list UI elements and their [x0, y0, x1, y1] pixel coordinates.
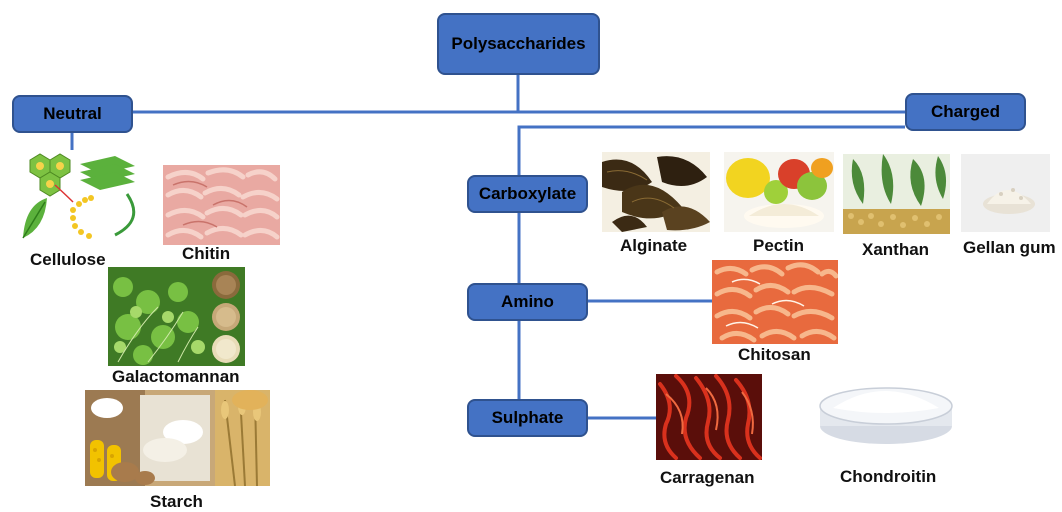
label-chitin: Chitin [182, 244, 230, 264]
label-xanthan: Xanthan [862, 240, 929, 260]
node-sulphate: Sulphate [467, 399, 588, 437]
carragenan-image [656, 374, 762, 460]
label-alginate: Alginate [620, 236, 687, 256]
alginate-image [602, 152, 710, 232]
label-pectin: Pectin [753, 236, 804, 256]
xanthan-image [843, 154, 950, 234]
node-polysaccharides: Polysaccharides [437, 13, 600, 75]
chitosan-image [712, 260, 838, 344]
label-chitosan: Chitosan [738, 345, 811, 365]
node-amino: Amino [467, 283, 588, 321]
label-galactomannan: Galactomannan [112, 367, 240, 387]
node-charged: Charged [905, 93, 1026, 131]
node-neutral: Neutral [12, 95, 133, 133]
label-chondroitin: Chondroitin [840, 467, 936, 487]
galactomannan-image [108, 267, 245, 366]
label-starch: Starch [150, 492, 203, 512]
label-cellulose: Cellulose [30, 250, 106, 270]
pectin-image [724, 152, 834, 232]
cellulose-image [15, 150, 150, 245]
gellan-gum-image [961, 154, 1050, 232]
chitin-image [163, 165, 280, 245]
node-carboxylate: Carboxylate [467, 175, 588, 213]
label-gellan-gum: Gellan gum [963, 238, 1056, 258]
chondroitin-image [815, 378, 957, 450]
starch-image [85, 390, 270, 486]
label-carragenan: Carragenan [660, 468, 754, 488]
